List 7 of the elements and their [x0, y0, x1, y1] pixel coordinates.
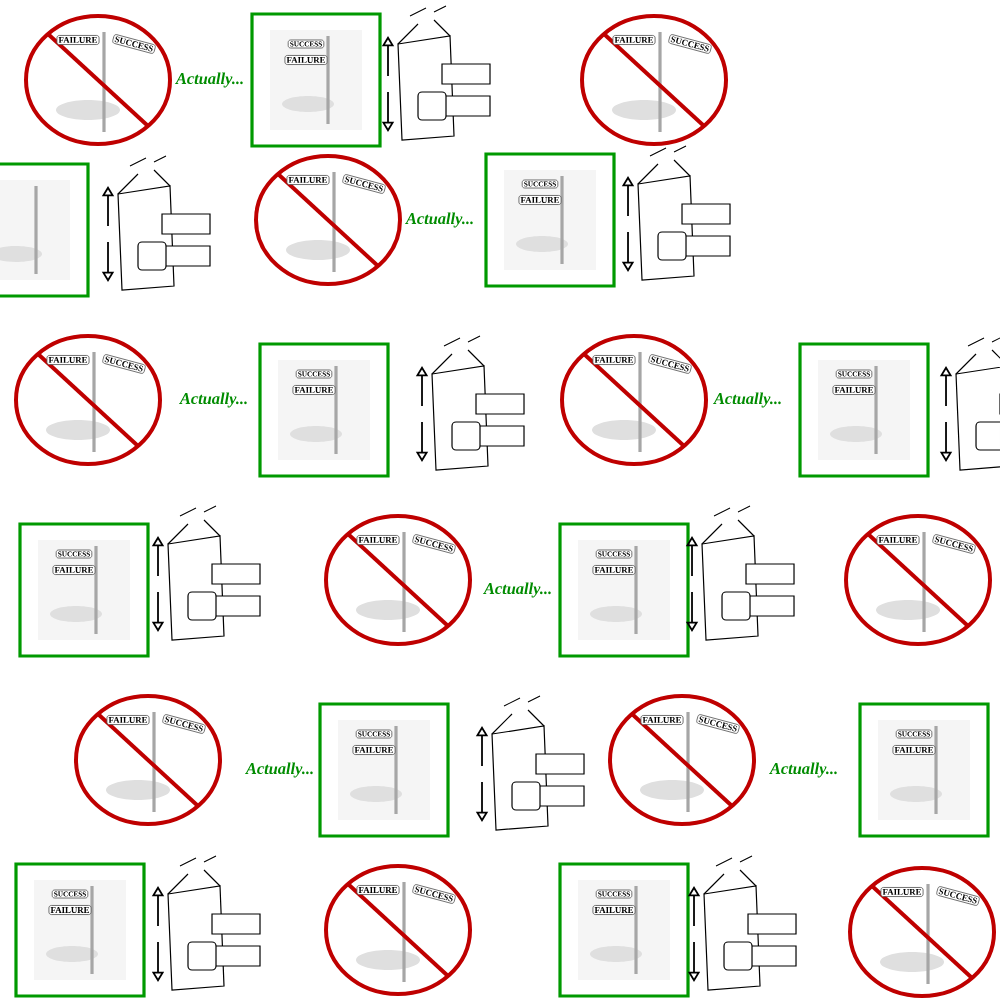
script-caption: Actually...: [713, 392, 781, 408]
script-caption: Actually...: [405, 212, 473, 228]
script-caption: Actually...: [179, 392, 247, 408]
script-caption: Actually...: [769, 762, 837, 778]
script-caption: Actually...: [483, 582, 551, 598]
script-caption: Actually...: [175, 72, 243, 88]
script-caption: Actually...: [245, 762, 313, 778]
